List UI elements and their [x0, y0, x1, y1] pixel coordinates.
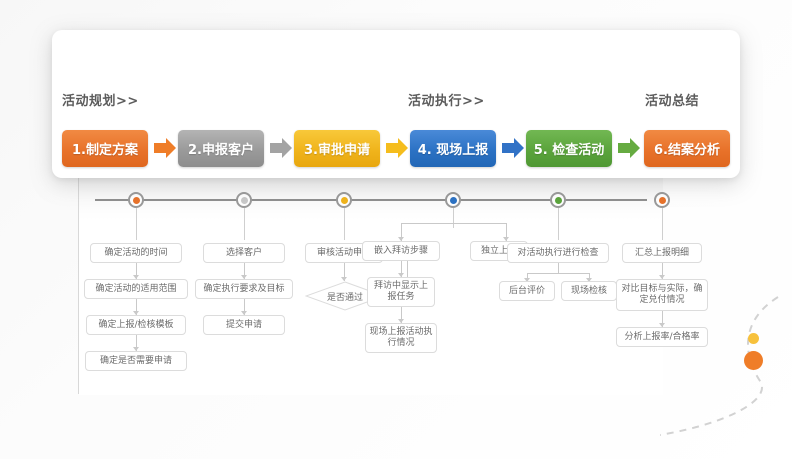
connector-loop [407, 253, 408, 296]
timeline-dot-core [240, 196, 248, 204]
connector-branch [558, 263, 559, 273]
connector [136, 335, 137, 351]
connector [244, 299, 245, 315]
timeline-dot-core [658, 196, 666, 204]
timeline-stem-5 [558, 208, 559, 240]
flow-box-report-3[interactable]: 拜访中显示上报任务 [367, 277, 435, 307]
decorative-dot-yellow [748, 333, 759, 344]
connector [244, 263, 245, 279]
decorative-curve [659, 285, 792, 459]
flow-box-apply-3[interactable]: 提交申请 [203, 315, 285, 335]
connector-arrow [398, 237, 404, 241]
step-button-4[interactable]: 4. 现场上报 [410, 130, 496, 167]
step-arrow-4 [502, 138, 524, 158]
flow-box-apply-1[interactable]: 选择客户 [203, 243, 285, 263]
connector-branch [401, 223, 402, 241]
flow-box-plan-4[interactable]: 确定是否需要申请 [85, 351, 187, 371]
flowchart-panel: 确定活动的时间 确定活动的适用范围 确定上报/检核模板 确定是否需要申请 选择客… [78, 170, 708, 395]
timeline-stem-6 [662, 208, 663, 240]
step-arrow-5 [618, 138, 640, 158]
flow-box-apply-2[interactable]: 确定执行要求及目标 [195, 279, 293, 299]
flow-box-plan-1[interactable]: 确定活动的时间 [90, 243, 182, 263]
flow-box-summary-1[interactable]: 汇总上报明细 [622, 243, 702, 263]
connector-branch [401, 223, 506, 224]
decorative-dot-orange [744, 351, 763, 370]
connector-arrow [586, 278, 592, 282]
timeline-stem-3 [344, 208, 345, 240]
connector-arrow [241, 311, 247, 315]
connector [401, 261, 402, 277]
phase-label-summary: 活动总结 [645, 94, 700, 109]
timeline-dot-1[interactable] [128, 192, 144, 208]
connector-arrow [241, 275, 247, 279]
connector-branch [527, 273, 589, 274]
decorative-curve-svg [659, 296, 779, 436]
connector-arrow [133, 311, 139, 315]
flow-box-plan-3[interactable]: 确定上报/检核模板 [86, 315, 186, 335]
timeline-stem-1 [136, 208, 137, 240]
timeline-stem-2 [244, 208, 245, 240]
step-arrow-2 [270, 138, 292, 158]
connector-arrow [341, 277, 347, 281]
connector-arrow [133, 347, 139, 351]
timeline-dot-2[interactable] [236, 192, 252, 208]
flow-box-summary-3[interactable]: 分析上报率/合格率 [616, 327, 708, 347]
step-button-3[interactable]: 3.审批申请 [294, 130, 380, 167]
flow-box-report-1[interactable]: 嵌入拜访步骤 [362, 241, 440, 261]
timeline-dot-6[interactable] [654, 192, 670, 208]
flow-box-summary-2[interactable]: 对比目标与实际，确定兑付情况 [616, 279, 708, 311]
connector [344, 263, 345, 281]
timeline-dot-core [132, 196, 140, 204]
connector-arrow [524, 278, 530, 282]
timeline-dot-5[interactable] [550, 192, 566, 208]
connector [136, 299, 137, 315]
connector [662, 263, 663, 279]
connector [136, 263, 137, 279]
timeline-dot-3[interactable] [336, 192, 352, 208]
timeline-dot-core [340, 196, 348, 204]
step-button-6[interactable]: 6.结案分析 [644, 130, 730, 167]
step-button-1[interactable]: 1.制定方案 [62, 130, 148, 167]
flow-box-check-2[interactable]: 后台评价 [499, 281, 555, 301]
step-button-2[interactable]: 2.申报客户 [178, 130, 264, 167]
step-button-5[interactable]: 5. 检查活动 [526, 130, 612, 167]
connector-arrow [133, 275, 139, 279]
timeline-dot-core [554, 196, 562, 204]
connector [662, 311, 663, 327]
flow-box-plan-2[interactable]: 确定活动的适用范围 [84, 279, 188, 299]
flow-box-check-1[interactable]: 对活动执行进行检查 [507, 243, 609, 263]
flow-box-report-4[interactable]: 现场上报活动执行情况 [365, 323, 437, 353]
connector [401, 307, 402, 323]
flow-decision-label: 是否通过 [326, 292, 363, 303]
connector-branch [506, 223, 507, 241]
connector-arrow [398, 319, 404, 323]
connector-arrow [659, 275, 665, 279]
process-card: 活动规划>> 活动执行>> 活动总结 1.制定方案 2.申报客户 3.审批申请 … [52, 30, 740, 178]
timeline-axis [95, 199, 647, 201]
step-arrow-3 [386, 138, 408, 158]
phase-label-execution: 活动执行>> [408, 94, 485, 109]
connector-branch [589, 273, 590, 281]
timeline-dot-core [449, 196, 457, 204]
connector-arrow [503, 237, 509, 241]
timeline-stem-4 [453, 208, 454, 228]
timeline-dot-4[interactable] [445, 192, 461, 208]
connector-arrow [659, 323, 665, 327]
flow-box-check-3[interactable]: 现场检核 [561, 281, 617, 301]
connector-arrow [398, 273, 404, 277]
connector-branch [527, 273, 528, 281]
step-arrow-1 [154, 138, 176, 158]
phase-label-planning: 活动规划>> [62, 94, 139, 109]
